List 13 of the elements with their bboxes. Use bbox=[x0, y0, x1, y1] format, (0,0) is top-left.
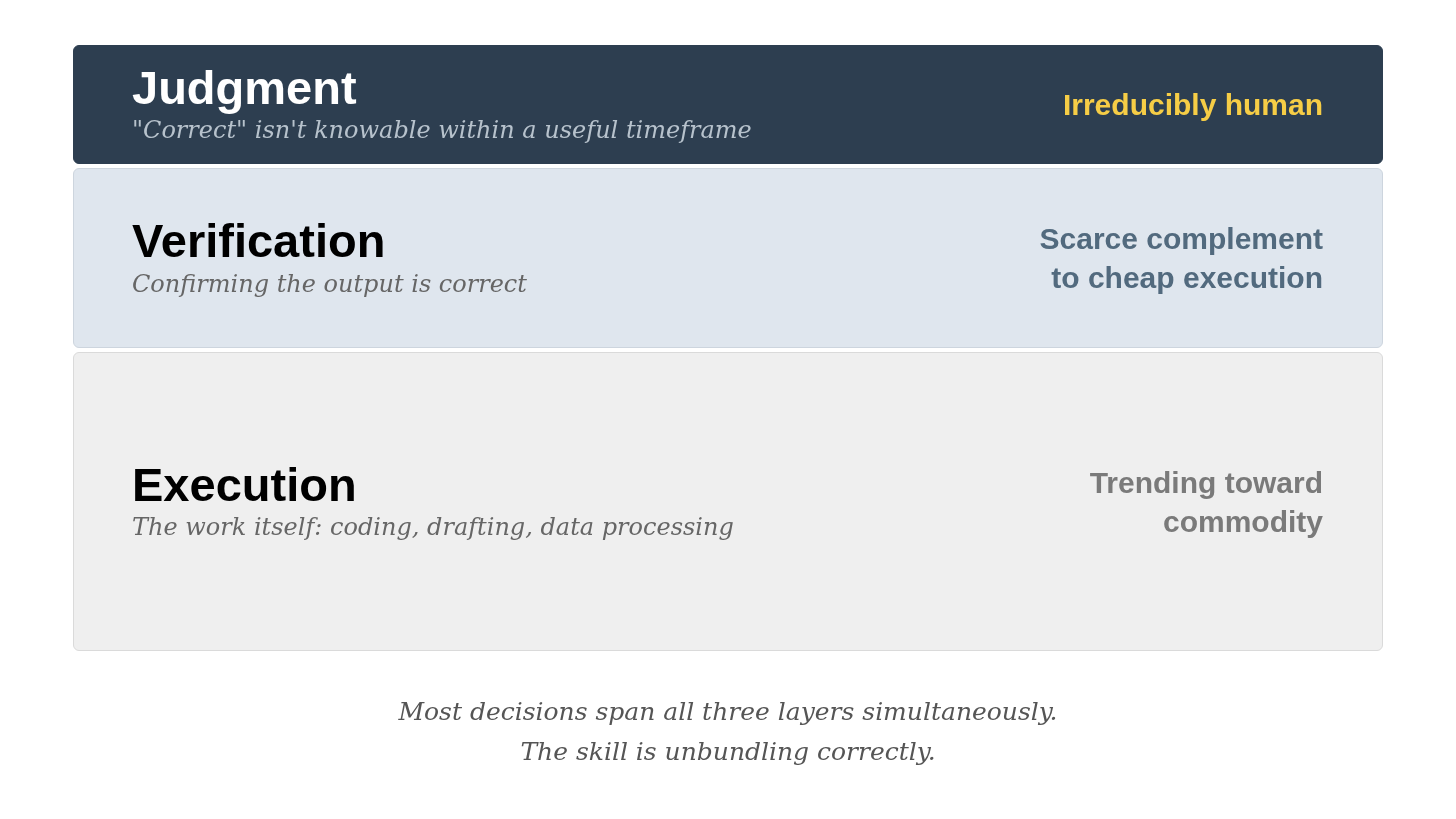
layer-description: Confirming the output is correct bbox=[132, 268, 527, 300]
layer-description: "Correct" isn't knowable within a useful timeframe bbox=[132, 115, 752, 147]
layer-note: Trending toward commodity bbox=[1088, 464, 1323, 540]
caption: Most decisions span all three layers simultaneously. The skill is unbundling correctly. bbox=[397, 696, 1059, 768]
layer-title: Verification bbox=[132, 216, 386, 267]
layer-title: Execution bbox=[132, 459, 357, 511]
layer-band bbox=[73, 352, 1383, 651]
layer-band bbox=[73, 168, 1383, 348]
layer-description: The work itself: coding, drafting, data processing bbox=[132, 512, 734, 544]
layer-title: Judgment bbox=[132, 62, 357, 114]
layer-note: Irreducibly human bbox=[1062, 87, 1323, 123]
layer-note: Scarce complement to cheap execution bbox=[1038, 221, 1323, 296]
layer-band bbox=[73, 45, 1383, 164]
